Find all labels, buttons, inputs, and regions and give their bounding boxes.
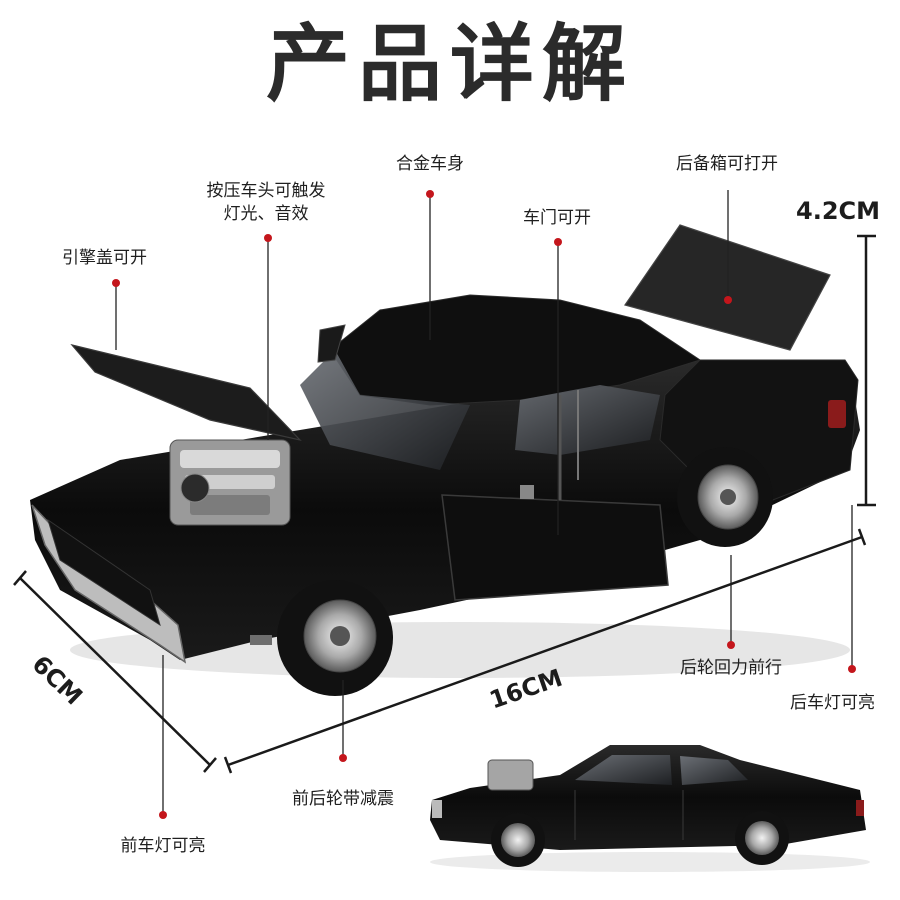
callout-door-opens: 车门可开 [523,208,591,228]
callout-rear-light: 后车灯可亮 [790,693,875,713]
engine [169,439,291,526]
page-title: 产品详解 [265,15,634,113]
side-window [515,385,660,455]
callout-lines [115,190,853,815]
door-handle [520,485,534,499]
rear-wheel [677,447,773,547]
open-hood [70,343,302,442]
dimension-height: 4.2CM [796,197,881,225]
callout-press-trigger: 按压车头可触发 灯光、音效 [207,180,326,226]
callout-hood-opens: 引擎盖可开 [62,248,147,268]
side-marker [250,635,272,645]
open-door [441,494,669,601]
callout-front-light: 前车灯可亮 [120,836,206,856]
side-view-car [430,745,870,872]
callout-pullback: 后轮回力前行 [680,658,782,678]
callout-suspension: 前后轮带减震 [292,789,394,809]
rear-light [828,400,846,428]
callout-trunk-opens: 后备箱可打开 [676,154,778,174]
callout-markers [112,190,856,819]
callout-press-line1: 按压车头可触发 [206,181,326,201]
main-car [30,224,860,696]
callout-press-line2: 灯光、音效 [223,203,309,224]
front-wheel [277,580,393,696]
windshield [300,350,470,470]
dimension-lines [13,234,876,774]
callout-alloy-body: 合金车身 [396,154,464,174]
front-grille [47,518,161,627]
